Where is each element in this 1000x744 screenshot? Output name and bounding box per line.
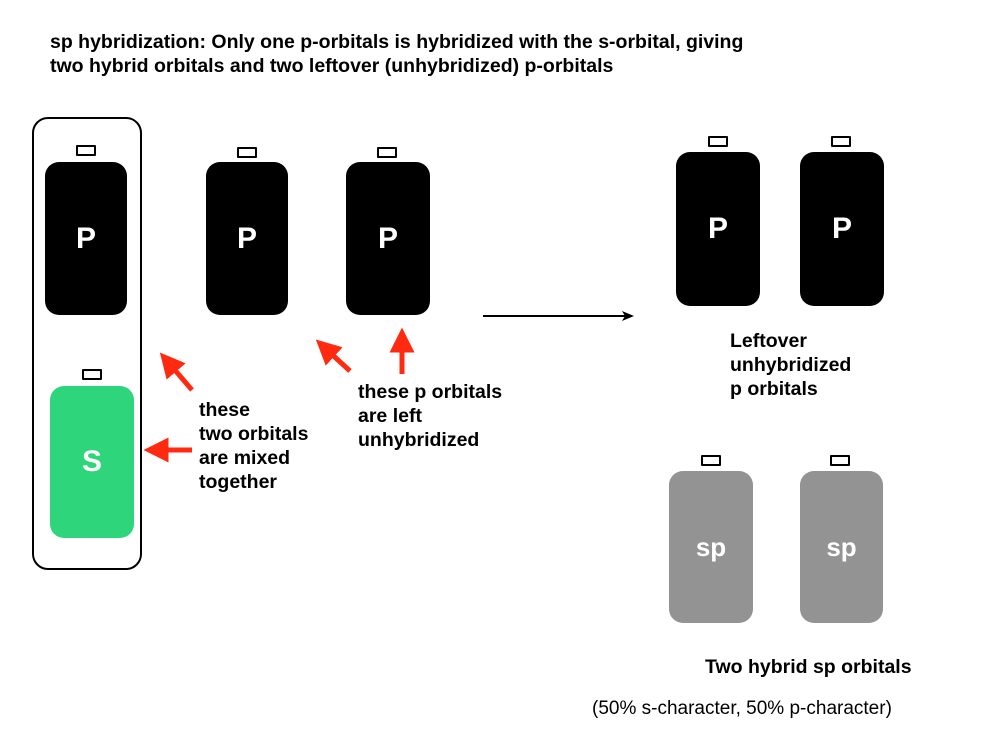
mixed-label-line: two orbitals <box>199 423 309 445</box>
mixed-label: these two orbitals are mixed together <box>199 398 308 494</box>
title-line-2: two hybrid orbitals and two leftover (un… <box>50 55 614 77</box>
mixed-label-line: these <box>199 399 250 421</box>
battery-cap <box>82 369 102 380</box>
sp-orbital-label: sp <box>826 531 857 562</box>
arrow-to-p-orbital-2 <box>315 339 352 373</box>
hybrid-title: Two hybrid sp orbitals <box>705 656 912 678</box>
battery-cap <box>708 136 728 147</box>
leftover-label-line: Leftover <box>730 330 807 352</box>
mixed-label-line: are mixed <box>199 447 291 469</box>
unhybridized-label-line: are left <box>358 405 422 427</box>
leftover-label-line: p orbitals <box>730 378 818 400</box>
battery-cap <box>701 455 721 466</box>
p-orbital-label: P <box>707 212 728 245</box>
leftover-label: Leftover unhybridized p orbitals <box>730 329 851 401</box>
p-orbital-body: P <box>346 162 430 315</box>
unhybridized-label-line: unhybridized <box>358 429 480 451</box>
battery-cap <box>831 136 851 147</box>
mixing-group-box <box>32 117 142 570</box>
diagram-title: sp hybridization: Only one p-orbitals is… <box>50 30 950 78</box>
unhybridized-label-line: these p orbitals <box>358 381 503 403</box>
p-orbital-body: P <box>45 162 127 315</box>
s-orbital-body: S <box>50 386 134 538</box>
battery-cap <box>377 147 397 158</box>
s-orbital-label: S <box>81 445 102 478</box>
p-orbital-label: P <box>377 221 398 255</box>
battery-cap <box>830 455 850 466</box>
sp-orbital-label: sp <box>695 531 727 562</box>
title-line-1: sp hybridization: Only one p-orbitals is… <box>50 31 744 53</box>
p-orbital-body: P <box>800 152 884 306</box>
sp-orbital-body: sp <box>669 471 753 623</box>
mixed-label-line: together <box>199 471 277 493</box>
hybrid-subtitle: (50% s-character, 50% p-character) <box>592 698 892 719</box>
p-orbital-label: P <box>75 221 96 255</box>
battery-cap <box>76 145 96 156</box>
p-orbital-body: P <box>676 152 760 306</box>
arrow-to-p-orbital <box>159 352 194 392</box>
leftover-label-line: unhybridized <box>730 354 852 376</box>
sp-orbital-body: sp <box>800 471 883 623</box>
p-orbital-body: P <box>206 162 288 315</box>
p-orbital-label: P <box>831 212 852 245</box>
unhybridized-label: these p orbitals are left unhybridized <box>358 380 502 452</box>
battery-cap <box>237 147 257 158</box>
p-orbital-label: P <box>236 221 257 255</box>
